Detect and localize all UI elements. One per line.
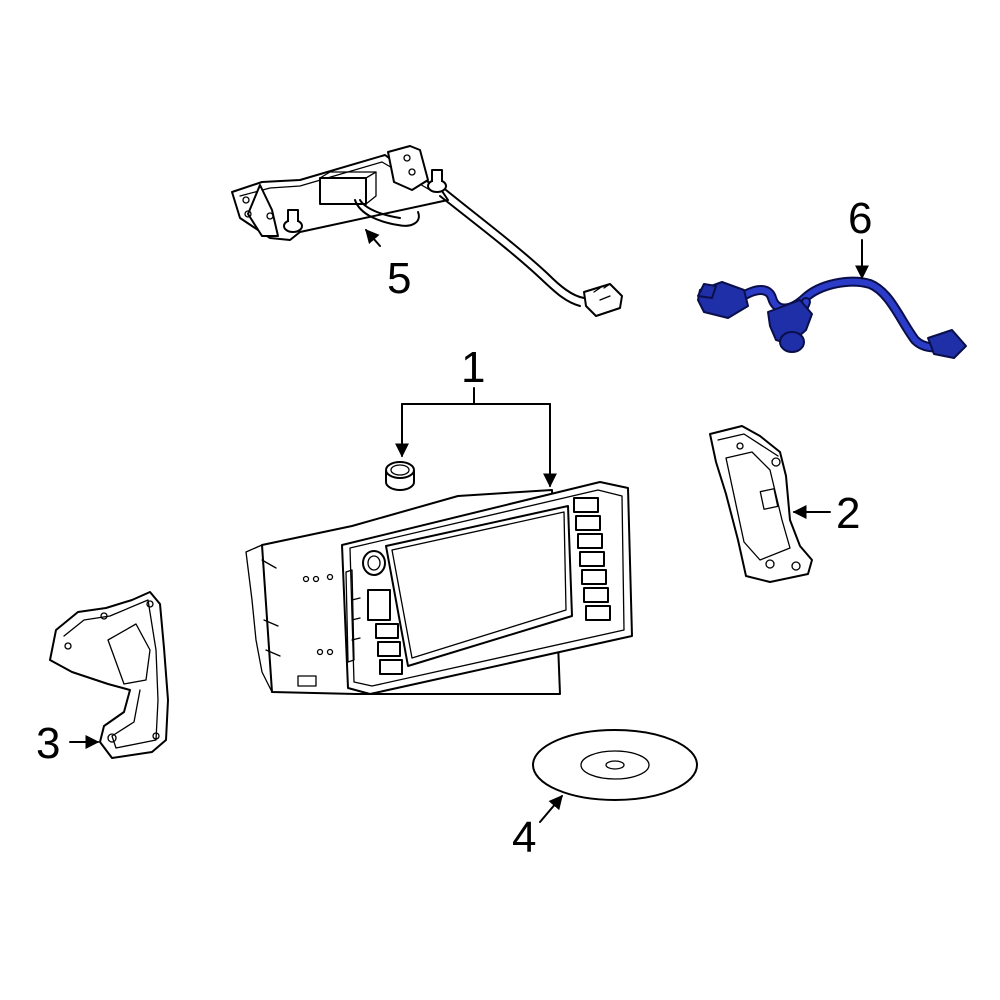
callout-4: 4 bbox=[512, 794, 563, 862]
callout-2: 2 bbox=[792, 489, 860, 538]
callout-2-label: 2 bbox=[836, 489, 860, 538]
callout-1-label: 1 bbox=[461, 343, 485, 392]
callout-5: 5 bbox=[365, 228, 411, 303]
part-2-right-bracket[interactable] bbox=[709, 425, 813, 583]
right-button-column bbox=[573, 497, 611, 621]
part-4-disc[interactable] bbox=[532, 729, 698, 801]
callout-3-label: 3 bbox=[36, 719, 60, 768]
callout-6-label: 6 bbox=[848, 194, 872, 243]
callout-3: 3 bbox=[36, 719, 100, 768]
callout-5-label: 5 bbox=[387, 254, 411, 303]
part-1-display-unit[interactable] bbox=[245, 481, 633, 695]
part-5-bracket-cable[interactable] bbox=[231, 145, 623, 317]
part-1-knob-cap[interactable] bbox=[385, 461, 415, 491]
callout-6: 6 bbox=[848, 194, 872, 280]
part-6-wire-harness[interactable] bbox=[697, 276, 967, 359]
callout-1: 1 bbox=[395, 343, 557, 488]
callout-4-label: 4 bbox=[512, 813, 536, 862]
part-3-left-bracket[interactable] bbox=[49, 591, 169, 759]
